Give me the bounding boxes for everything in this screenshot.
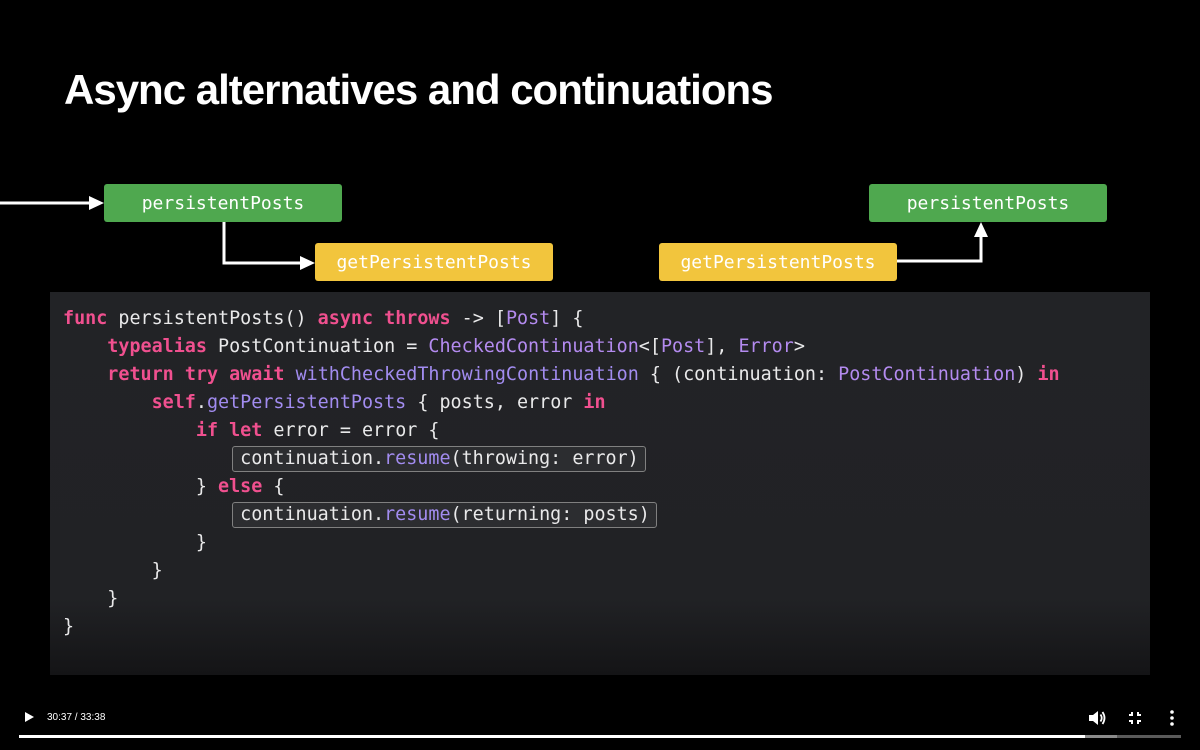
- code-line: typealias PostContinuation = CheckedCont…: [63, 333, 1060, 361]
- code-token: throws: [384, 308, 451, 329]
- code-token: continuation.: [240, 448, 385, 469]
- code-token: -> [: [450, 308, 506, 329]
- code-token: withCheckedThrowingContinuation: [295, 364, 639, 385]
- code-block: func persistentPosts() async throws -> […: [63, 305, 1060, 641]
- code-token: <[: [638, 336, 661, 357]
- code-token: ): [1015, 364, 1038, 385]
- code-token: PostContinuation: [838, 364, 1016, 385]
- time-label: 30:37 / 33:38: [47, 712, 106, 723]
- code-token: [174, 364, 185, 385]
- code-line: func persistentPosts() async throws -> […: [63, 305, 1060, 333]
- code-token: [373, 308, 384, 329]
- code-token: typealias: [107, 336, 207, 357]
- code-line: return try await withCheckedThrowingCont…: [63, 361, 1060, 389]
- code-token: resume: [384, 504, 451, 525]
- code-token: in: [583, 392, 606, 413]
- code-token: .: [195, 392, 207, 413]
- code-line: }: [63, 529, 1060, 557]
- code-line: if let error = error {: [63, 417, 1060, 445]
- code-token: }: [63, 532, 207, 553]
- code-token: }: [63, 560, 163, 581]
- code-line: } else {: [63, 473, 1060, 501]
- more-options-icon[interactable]: [1162, 708, 1182, 728]
- code-token: if: [195, 420, 219, 441]
- code-token: { posts, error: [406, 392, 584, 413]
- code-token: async: [317, 308, 374, 329]
- code-line: self.getPersistentPosts { posts, error i…: [63, 389, 1060, 417]
- code-token: (throwing: error): [450, 448, 639, 469]
- code-token: else: [218, 476, 263, 497]
- progress-played: [19, 735, 1085, 738]
- get-persistent-posts-box-left: getPersistentPosts: [315, 243, 553, 281]
- code-token: Post: [660, 336, 706, 357]
- code-token: {: [262, 476, 285, 497]
- progress-bar[interactable]: [19, 735, 1181, 738]
- highlighted-code: continuation.resume(throwing: error): [232, 446, 646, 472]
- code-token: Error: [738, 336, 794, 357]
- exit-fullscreen-icon[interactable]: [1125, 708, 1145, 728]
- code-line: }: [63, 613, 1060, 641]
- code-token: await: [229, 364, 285, 385]
- code-line: }: [63, 557, 1060, 585]
- code-token: self: [151, 392, 196, 413]
- code-token: return: [107, 364, 174, 385]
- code-token: try: [184, 364, 219, 385]
- code-token: CheckedContinuation: [428, 336, 639, 357]
- code-token: [63, 392, 152, 413]
- code-token: }: [63, 588, 119, 609]
- code-token: [63, 420, 196, 441]
- highlighted-code: continuation.resume(returning: posts): [232, 502, 657, 528]
- code-token: [218, 420, 229, 441]
- code-line: }: [63, 585, 1060, 613]
- code-line: continuation.resume(returning: posts): [63, 501, 1060, 529]
- code-token: ],: [705, 336, 739, 357]
- get-persistent-posts-box-right: getPersistentPosts: [659, 243, 897, 281]
- progress-buffered: [1084, 735, 1118, 738]
- code-token: { (continuation:: [638, 364, 839, 385]
- code-token: getPersistentPosts: [206, 392, 407, 413]
- play-icon[interactable]: [22, 710, 36, 724]
- code-token: Post: [505, 308, 551, 329]
- code-token: resume: [384, 448, 451, 469]
- code-token: [63, 504, 240, 525]
- code-token: persistentPosts(): [107, 308, 318, 329]
- code-token: in: [1037, 364, 1060, 385]
- code-token: [218, 364, 229, 385]
- code-token: [63, 336, 107, 357]
- code-token: [63, 364, 107, 385]
- code-token: PostContinuation =: [206, 336, 429, 357]
- code-line: continuation.resume(throwing: error): [63, 445, 1060, 473]
- video-controls: 30:37 / 33:38: [0, 700, 1200, 750]
- volume-icon[interactable]: [1087, 708, 1107, 728]
- code-token: }: [63, 476, 219, 497]
- code-token: func: [63, 308, 108, 329]
- persistent-posts-box-right: persistentPosts: [869, 184, 1107, 222]
- code-token: continuation.: [240, 504, 385, 525]
- slide-title: Async alternatives and continuations: [64, 66, 774, 113]
- diagram-arrows: [0, 196, 988, 270]
- persistent-posts-box-left: persistentPosts: [104, 184, 342, 222]
- code-panel: [50, 292, 1150, 675]
- code-token: [63, 448, 240, 469]
- code-token: [284, 364, 295, 385]
- code-token: >: [793, 336, 805, 357]
- code-token: error = error {: [262, 420, 440, 441]
- code-token: ] {: [550, 308, 584, 329]
- code-token: (returning: posts): [450, 504, 650, 525]
- code-token: let: [229, 420, 263, 441]
- code-token: }: [63, 616, 75, 637]
